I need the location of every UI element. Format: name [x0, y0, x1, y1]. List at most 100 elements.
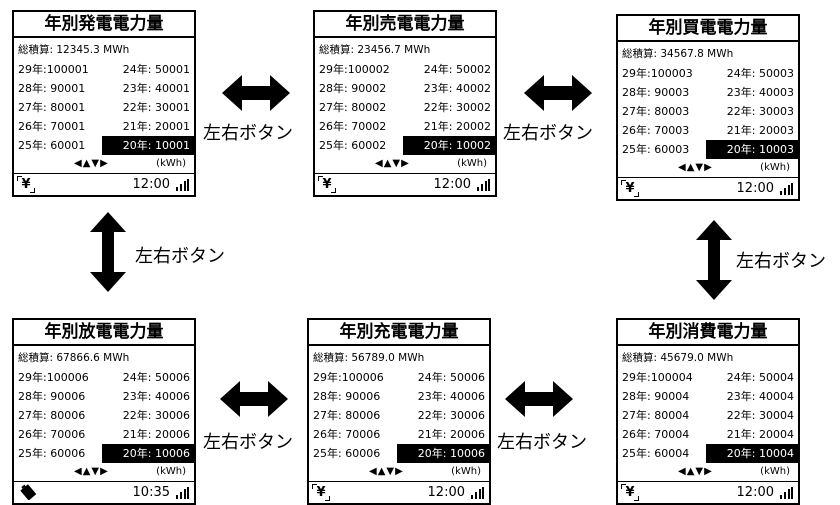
bidirectional-arrow-icon: [90, 212, 126, 292]
unit-label: (kWh): [451, 466, 481, 477]
year-row: 25年: 60001: [18, 139, 100, 152]
year-row: 27年: 80001 22年: 30001: [18, 101, 190, 114]
year-value-right: 24年: 50006: [122, 371, 190, 384]
year-value-left: 27年: 80001: [18, 101, 86, 114]
year-value-right: 21年: 20006: [417, 428, 485, 441]
status-divider: [315, 173, 495, 174]
nav-arrows-icon[interactable]: ◀▲▼▶: [375, 158, 410, 169]
year-value-right: 24年: 50006: [417, 371, 485, 384]
clock-time: 10:35: [132, 485, 170, 500]
year-value-left: 26年: 70003: [622, 124, 690, 137]
year-value-left: 25年: 60003: [622, 143, 690, 156]
status-divider: [14, 481, 194, 482]
year-value-left: 28年: 90003: [622, 86, 690, 99]
selected-year-value[interactable]: 20年: 10006: [397, 444, 489, 463]
year-value-left: 27年: 80004: [622, 409, 690, 422]
nav-arrows-icon[interactable]: ◀▲▼▶: [678, 466, 713, 477]
selected-year-value[interactable]: 20年: 10004: [706, 444, 798, 463]
year-value-left: 27年: 80002: [319, 101, 387, 114]
bidirectional-arrow-icon: [696, 220, 732, 300]
selected-year-value[interactable]: 20年: 10001: [102, 136, 194, 155]
panel-title: 年別買電電力量: [616, 14, 800, 42]
bidirectional-arrow-icon: [524, 75, 592, 111]
year-row: 27年: 80002 22年: 30002: [319, 101, 491, 114]
year-value-right: 22年: 30001: [122, 101, 190, 114]
year-value-left: 27年: 80006: [313, 409, 381, 422]
bidirectional-arrow-icon: [220, 381, 288, 417]
year-value-right: 22年: 30003: [726, 105, 794, 118]
nav-arrows-icon[interactable]: ◀▲▼▶: [678, 162, 713, 173]
year-row: 25年: 60002: [319, 139, 401, 152]
total-cumulative: 総積算: 67866.6 MWh: [18, 352, 130, 364]
unit-label: (kWh): [760, 162, 790, 173]
panel-title: 年別売電電力量: [313, 10, 497, 38]
year-value-left: 26年: 70006: [18, 428, 86, 441]
status-divider: [309, 481, 489, 482]
year-row: 25年: 60003: [622, 143, 704, 156]
year-value-right: 24年: 50004: [726, 371, 794, 384]
selected-year-value[interactable]: 20年: 10002: [403, 136, 495, 155]
selected-year-value[interactable]: 20年: 10003: [706, 140, 798, 159]
total-cumulative: 総積算: 45679.0 MWh: [622, 352, 734, 364]
year-value-right: 21年: 20004: [726, 428, 794, 441]
year-value-left: 26年: 70001: [18, 120, 86, 133]
status-divider: [618, 177, 798, 178]
signal-strength-icon: [175, 179, 189, 191]
nav-arrows-icon[interactable]: ◀▲▼▶: [369, 466, 404, 477]
button-label: 左右ボタン: [736, 251, 826, 272]
unit-label: (kWh): [760, 466, 790, 477]
year-value-left: 28年: 90006: [313, 390, 381, 403]
signal-strength-icon: [779, 487, 793, 499]
year-value-right: 22年: 30004: [726, 409, 794, 422]
year-value-right: 24年: 50002: [423, 63, 491, 76]
year-value-right: 21年: 20001: [122, 120, 190, 133]
clock-time: 12:00: [132, 177, 170, 192]
yen-icon: ¥: [621, 180, 639, 197]
year-value-right: 21年: 20003: [726, 124, 794, 137]
year-value-left: 28年: 90006: [18, 390, 86, 403]
nav-arrows-icon[interactable]: ◀▲▼▶: [74, 158, 109, 169]
year-row: 25年: 60006: [18, 447, 100, 460]
signal-strength-icon: [779, 183, 793, 195]
panel-title: 年別消費電力量: [616, 318, 800, 346]
total-cumulative: 総積算: 34567.8 MWh: [622, 48, 734, 60]
total-cumulative: 総積算: 23456.7 MWh: [319, 44, 431, 56]
year-value-right: 23年: 40004: [726, 390, 794, 403]
button-label: 左右ボタン: [497, 432, 587, 453]
year-value-right: 22年: 30002: [423, 101, 491, 114]
bidirectional-arrow-icon: [222, 75, 290, 111]
year-value-left: 28年: 90002: [319, 82, 387, 95]
panel-title: 年別放電電力量: [12, 318, 196, 346]
year-value-left: 27年: 80006: [18, 409, 86, 422]
year-row: 27年: 80004 22年: 30004: [622, 409, 794, 422]
year-row: 28年: 90006 23年: 40006: [18, 390, 190, 403]
year-value-right: 23年: 40002: [423, 82, 491, 95]
year-row: 26年: 70001 21年: 20001: [18, 120, 190, 133]
year-value-left: 29年:100006: [313, 371, 384, 384]
year-value-left: 29年:100001: [18, 63, 89, 76]
year-value-left: 26年: 70002: [319, 120, 387, 133]
selected-year-value[interactable]: 20年: 10006: [102, 444, 194, 463]
button-label: 左右ボタン: [203, 432, 293, 453]
button-label: 左右ボタン: [135, 246, 225, 267]
unit-label: (kWh): [457, 158, 487, 169]
button-label: 左右ボタン: [503, 123, 593, 144]
year-value-left: 25年: 60001: [18, 139, 86, 152]
status-divider: [618, 481, 798, 482]
year-row: 25年: 60006: [313, 447, 395, 460]
bidirectional-arrow-icon: [505, 381, 573, 417]
nav-arrows-icon[interactable]: ◀▲▼▶: [74, 466, 109, 477]
year-value-right: 23年: 40006: [122, 390, 190, 403]
year-value-left: 28年: 90001: [18, 82, 86, 95]
